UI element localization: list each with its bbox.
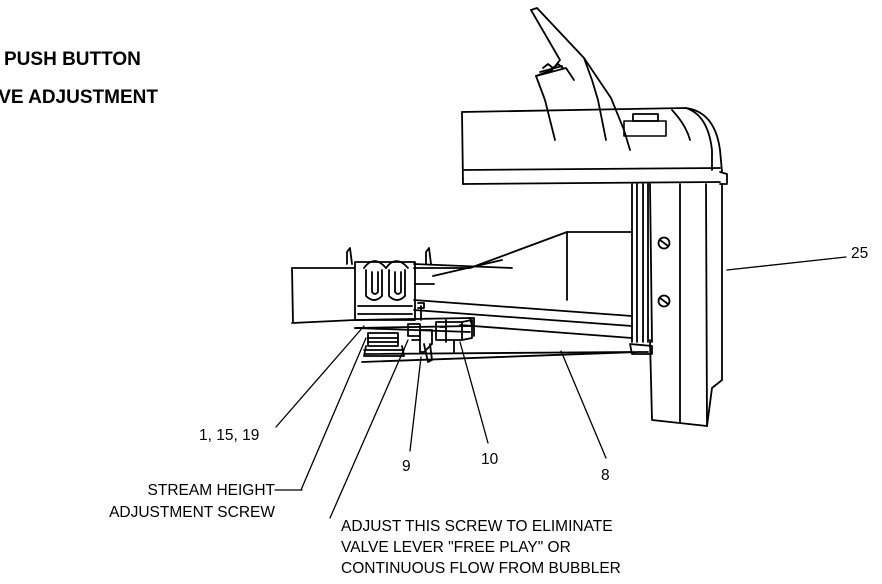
bubbler-nozzle: [530, 7, 631, 151]
stream-height-label-line1: STREAM HEIGHT: [147, 482, 275, 499]
callout-25: 25: [851, 245, 869, 262]
leader-lines: [274, 256, 847, 519]
callout-1-15-19: 1, 15, 19: [199, 427, 260, 444]
adjust-note-line2: VALVE LEVER "FREE PLAY" OR: [341, 539, 571, 556]
callout-10: 10: [481, 451, 499, 468]
callout-8: 8: [601, 467, 610, 484]
adjust-note-line3: CONTINUOUS FLOW FROM BUBBLER: [341, 560, 621, 577]
push-button-housing: [354, 260, 416, 321]
diagram-title-line1: PUSH BUTTON: [4, 49, 141, 70]
support-arm: [291, 231, 633, 339]
adjust-note-line1: ADJUST THIS SCREW TO ELIMINATE: [341, 518, 613, 535]
valve-linkage: [354, 302, 653, 363]
mounting-frame: [631, 183, 723, 427]
stream-height-label-line2: ADJUSTMENT SCREW: [109, 504, 275, 521]
basin-top: [461, 107, 728, 185]
diagram-title-line2: LVE ADJUSTMENT: [0, 87, 158, 108]
callout-9: 9: [402, 458, 411, 475]
